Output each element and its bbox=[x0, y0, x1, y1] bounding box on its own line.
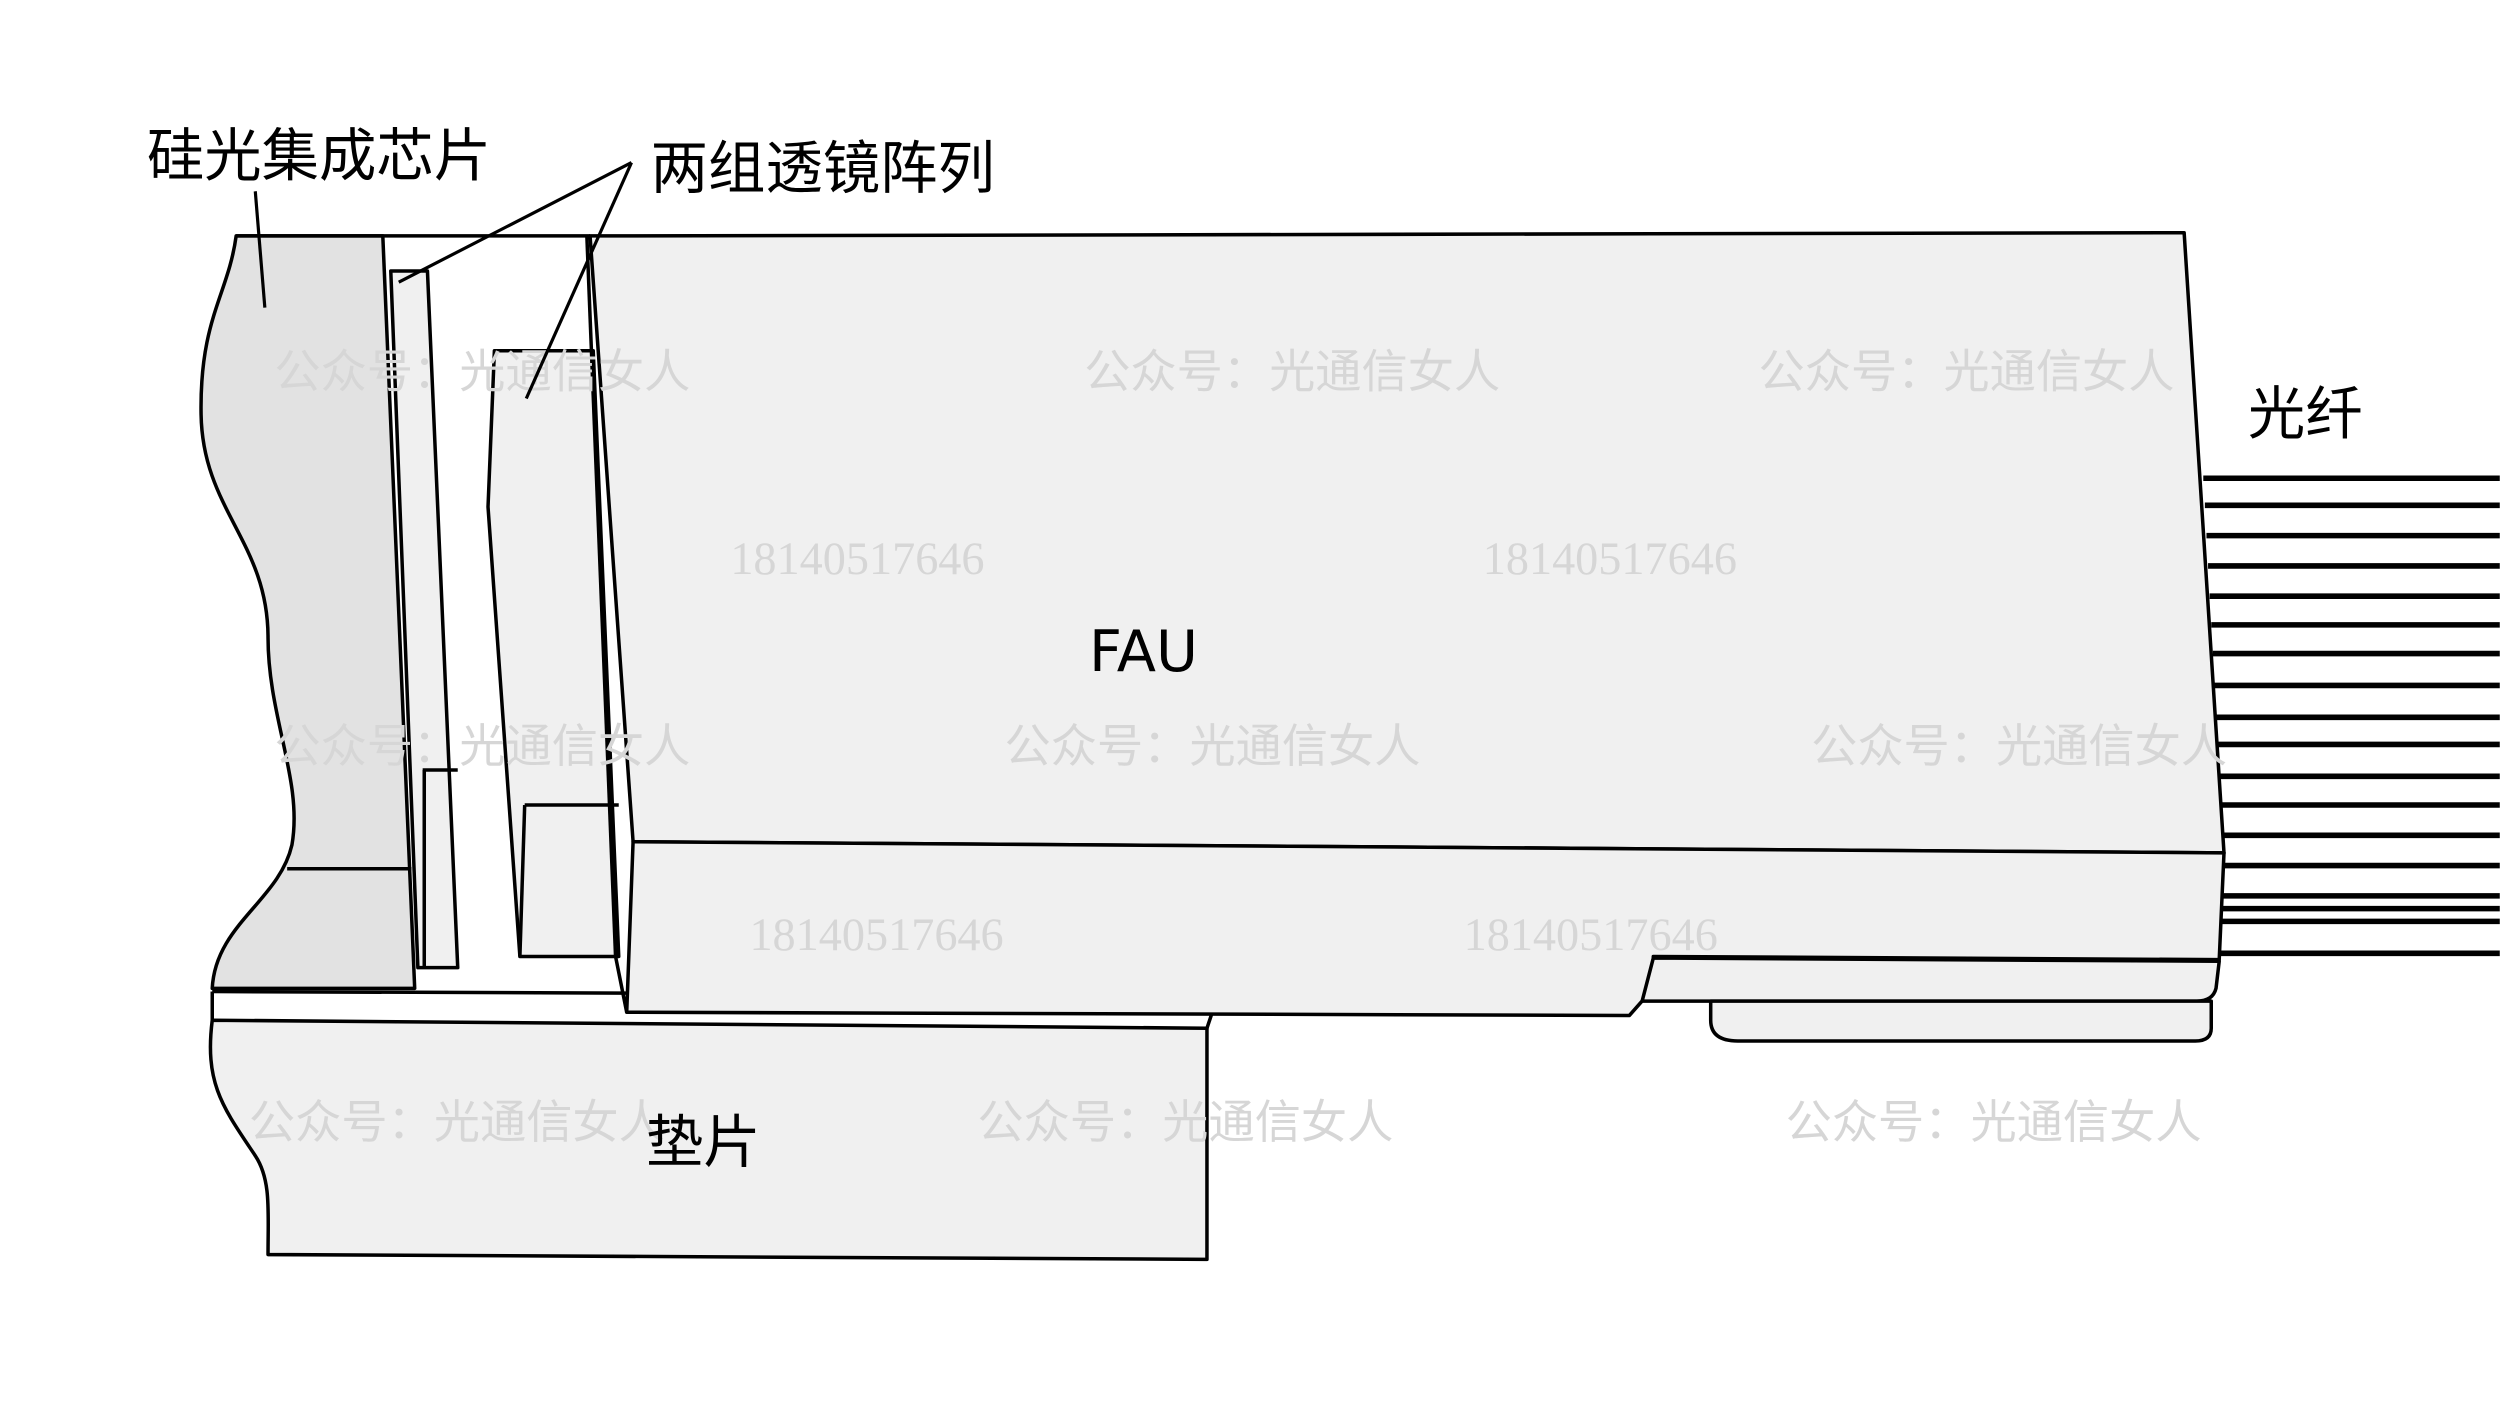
fau-edge bbox=[585, 235, 618, 957]
watermark: 公众号：光通信女人 bbox=[249, 1095, 665, 1149]
watermark: 公众号：光通信女人 bbox=[1759, 344, 2175, 398]
fiber-holder bbox=[1640, 956, 2221, 1003]
watermark-number: 18140517646 bbox=[730, 533, 984, 584]
label-shim: 垫片 bbox=[646, 1109, 761, 1176]
label-optical-fiber: 光纤 bbox=[2248, 381, 2363, 448]
watermark-number: 18140517646 bbox=[1464, 909, 1718, 960]
fiber-holder-base bbox=[1708, 999, 2213, 1043]
silicon-photonic-chip bbox=[199, 234, 417, 991]
shim-edge bbox=[1205, 1013, 1214, 1029]
leader-lines bbox=[253, 161, 633, 400]
fau-edge bbox=[613, 956, 629, 1013]
watermark: 公众号：光通信女人 bbox=[1811, 719, 2227, 773]
base-edge bbox=[212, 989, 627, 995]
watermark: 公众号：光通信女人 bbox=[977, 1095, 1393, 1149]
shim bbox=[208, 1018, 1209, 1262]
optical-fibers bbox=[2203, 475, 2500, 957]
watermark-number: 18140517646 bbox=[1483, 533, 1737, 584]
watermarks: 公众号：光通信女人 公众号：光通信女人 公众号：光通信女人 1814051764… bbox=[249, 344, 2227, 1149]
lens-edge bbox=[518, 804, 527, 957]
label-fau: FAU bbox=[1089, 618, 1198, 685]
label-lens-arrays: 两组透镜阵列 bbox=[651, 135, 995, 202]
watermark: 公众号：光通信女人 bbox=[274, 719, 690, 773]
watermark: 公众号：光通信女人 bbox=[274, 344, 690, 398]
watermark: 公众号：光通信女人 bbox=[1084, 344, 1500, 398]
lens-array-1 bbox=[389, 269, 460, 970]
watermark: 公众号：光通信女人 bbox=[1005, 719, 1421, 773]
lens-array-2 bbox=[486, 348, 621, 959]
watermark: 公众号：光通信女人 bbox=[1786, 1095, 2202, 1149]
label-silicon-photonic-chip: 硅光集成芯片 bbox=[147, 122, 491, 189]
watermark-number: 18140517646 bbox=[749, 909, 1003, 960]
